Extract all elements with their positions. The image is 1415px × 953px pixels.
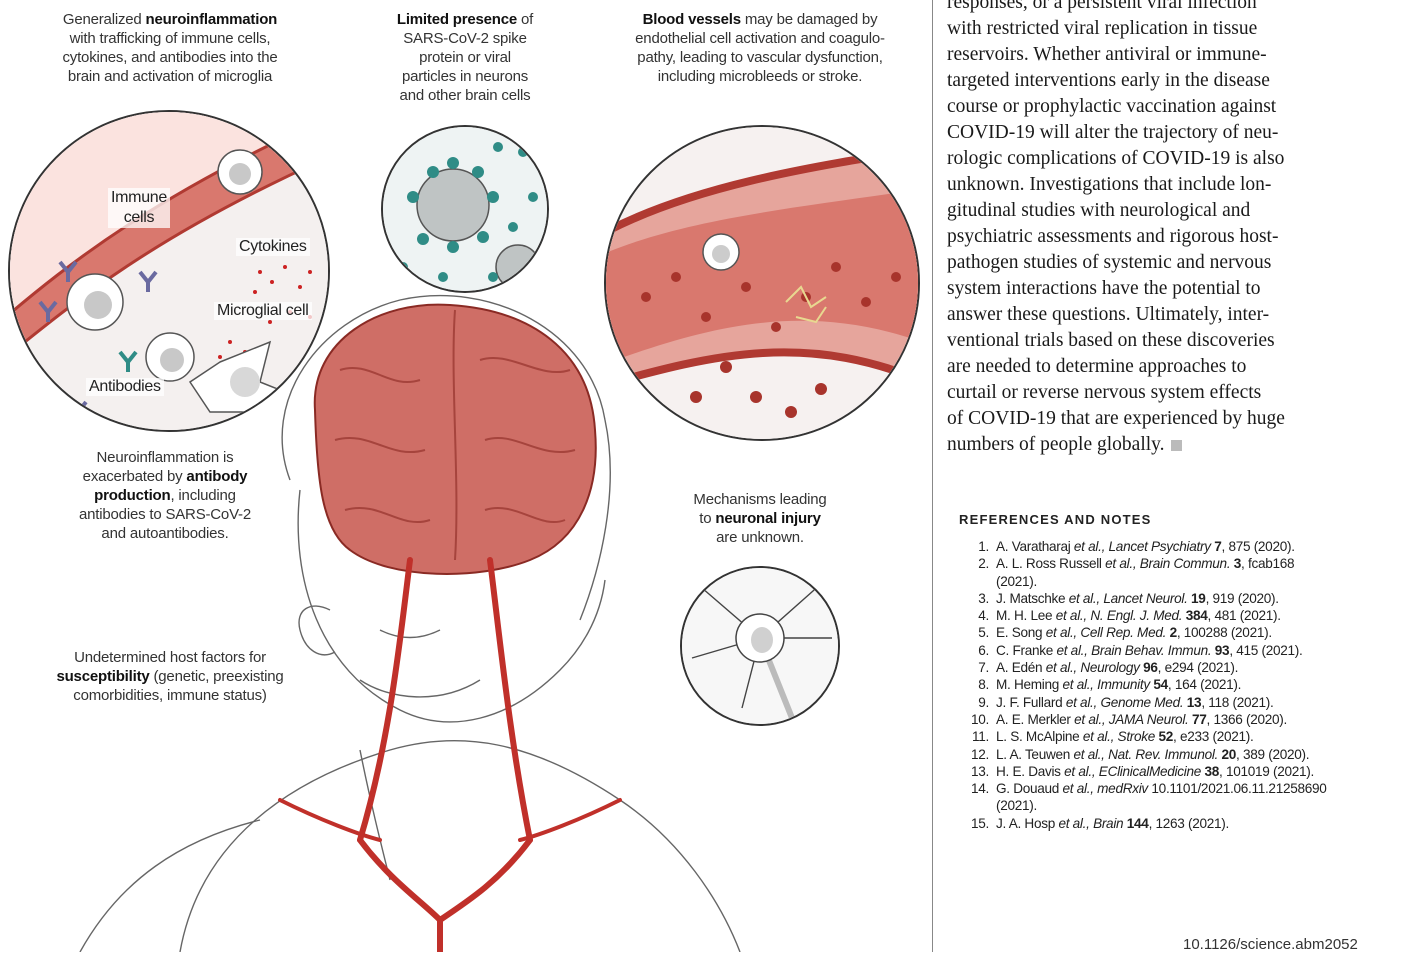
reference-item: 4.M. H. Lee et al., N. Engl. J. Med. 384… <box>963 607 1409 624</box>
reference-item: 9.J. F. Fullard et al., Genome Med. 13, … <box>963 694 1409 711</box>
article-line: are needed to determine approaches to <box>947 356 1246 377</box>
reference-item: 11.L. S. McAlpine et al., Stroke 52, e23… <box>963 728 1409 745</box>
reference-item: 12.L. A. Teuwen et al., Nat. Rev. Immuno… <box>963 746 1409 763</box>
reference-item: 8.M. Heming et al., Immunity 54, 164 (20… <box>963 676 1409 693</box>
article-line: ventional trials based on these discover… <box>947 330 1275 351</box>
article-line: psychiatric assessments and rigorous hos… <box>947 226 1278 247</box>
article-line: of COVID-19 that are experienced by huge <box>947 408 1285 429</box>
article-body: responses, or a persistent viral infecti… <box>947 0 1409 458</box>
article-line: course or prophylactic vaccination again… <box>947 96 1276 117</box>
doi-text: 10.1126/science.abm2052 <box>1183 936 1358 953</box>
spike-caption: Limited presence of SARS-CoV-2 spike pro… <box>365 10 565 105</box>
reference-item: 7.A. Edén et al., Neurology 96, e294 (20… <box>963 659 1409 676</box>
article-line: system interactions have the potential t… <box>947 278 1261 299</box>
reference-item: 3.J. Matschke et al., Lancet Neurol. 19,… <box>963 590 1409 607</box>
references-list: 1.A. Varatharaj et al., Lancet Psychiatr… <box>963 538 1409 832</box>
references-heading: REFERENCES AND NOTES <box>959 512 1152 527</box>
article-line: pathogen studies of systemic and nervous <box>947 252 1271 273</box>
reference-item: 15.J. A. Hosp et al., Brain 144, 1263 (2… <box>963 815 1409 832</box>
article-line: COVID-19 will alter the trajectory of ne… <box>947 122 1278 143</box>
reference-item: 1.A. Varatharaj et al., Lancet Psychiatr… <box>963 538 1409 555</box>
cytokines-label: Cytokines <box>236 238 310 256</box>
sars-cov-2-illustration <box>381 125 549 293</box>
reference-item: 14.G. Douaud et al., medRxiv 10.1101/202… <box>963 780 1409 797</box>
end-mark-icon <box>1171 440 1182 451</box>
head-brain-illustration <box>60 280 760 952</box>
article-line: numbers of people globally. <box>947 434 1165 455</box>
article-line: responses, or a persistent viral infecti… <box>947 0 1257 13</box>
neuroinflammation-caption: Generalized neuroinflammation with traff… <box>20 10 320 86</box>
article-line: rologic complications of COVID-19 is als… <box>947 148 1284 169</box>
reference-item: (2021). <box>963 797 1409 814</box>
article-line: curtail or reverse nervous system effect… <box>947 382 1261 403</box>
reference-item: 2.A. L. Ross Russell et al., Brain Commu… <box>963 555 1409 572</box>
article-line: unknown. Investigations that include lon… <box>947 174 1271 195</box>
reference-item: 10.A. E. Merkler et al., JAMA Neurol. 77… <box>963 711 1409 728</box>
article-line: reservoirs. Whether antiviral or immune- <box>947 44 1267 65</box>
article-column: responses, or a persistent viral infecti… <box>932 0 1415 952</box>
article-line: gitudinal studies with neurological and <box>947 200 1250 221</box>
reference-item: (2021). <box>963 573 1409 590</box>
reference-item: 6.C. Franke et al., Brain Behav. Immun. … <box>963 642 1409 659</box>
immune-cells-label: Immune cells <box>108 188 170 228</box>
reference-item: 5.E. Song et al., Cell Rep. Med. 2, 1002… <box>963 624 1409 641</box>
reference-item: 13.H. E. Davis et al., EClinicalMedicine… <box>963 763 1409 780</box>
article-line: answer these questions. Ultimately, inte… <box>947 304 1269 325</box>
vessels-caption: Blood vessels may be damaged by endothel… <box>600 10 920 86</box>
article-line: with restricted viral replication in tis… <box>947 18 1257 39</box>
article-line: targeted interventions early in the dise… <box>947 70 1270 91</box>
